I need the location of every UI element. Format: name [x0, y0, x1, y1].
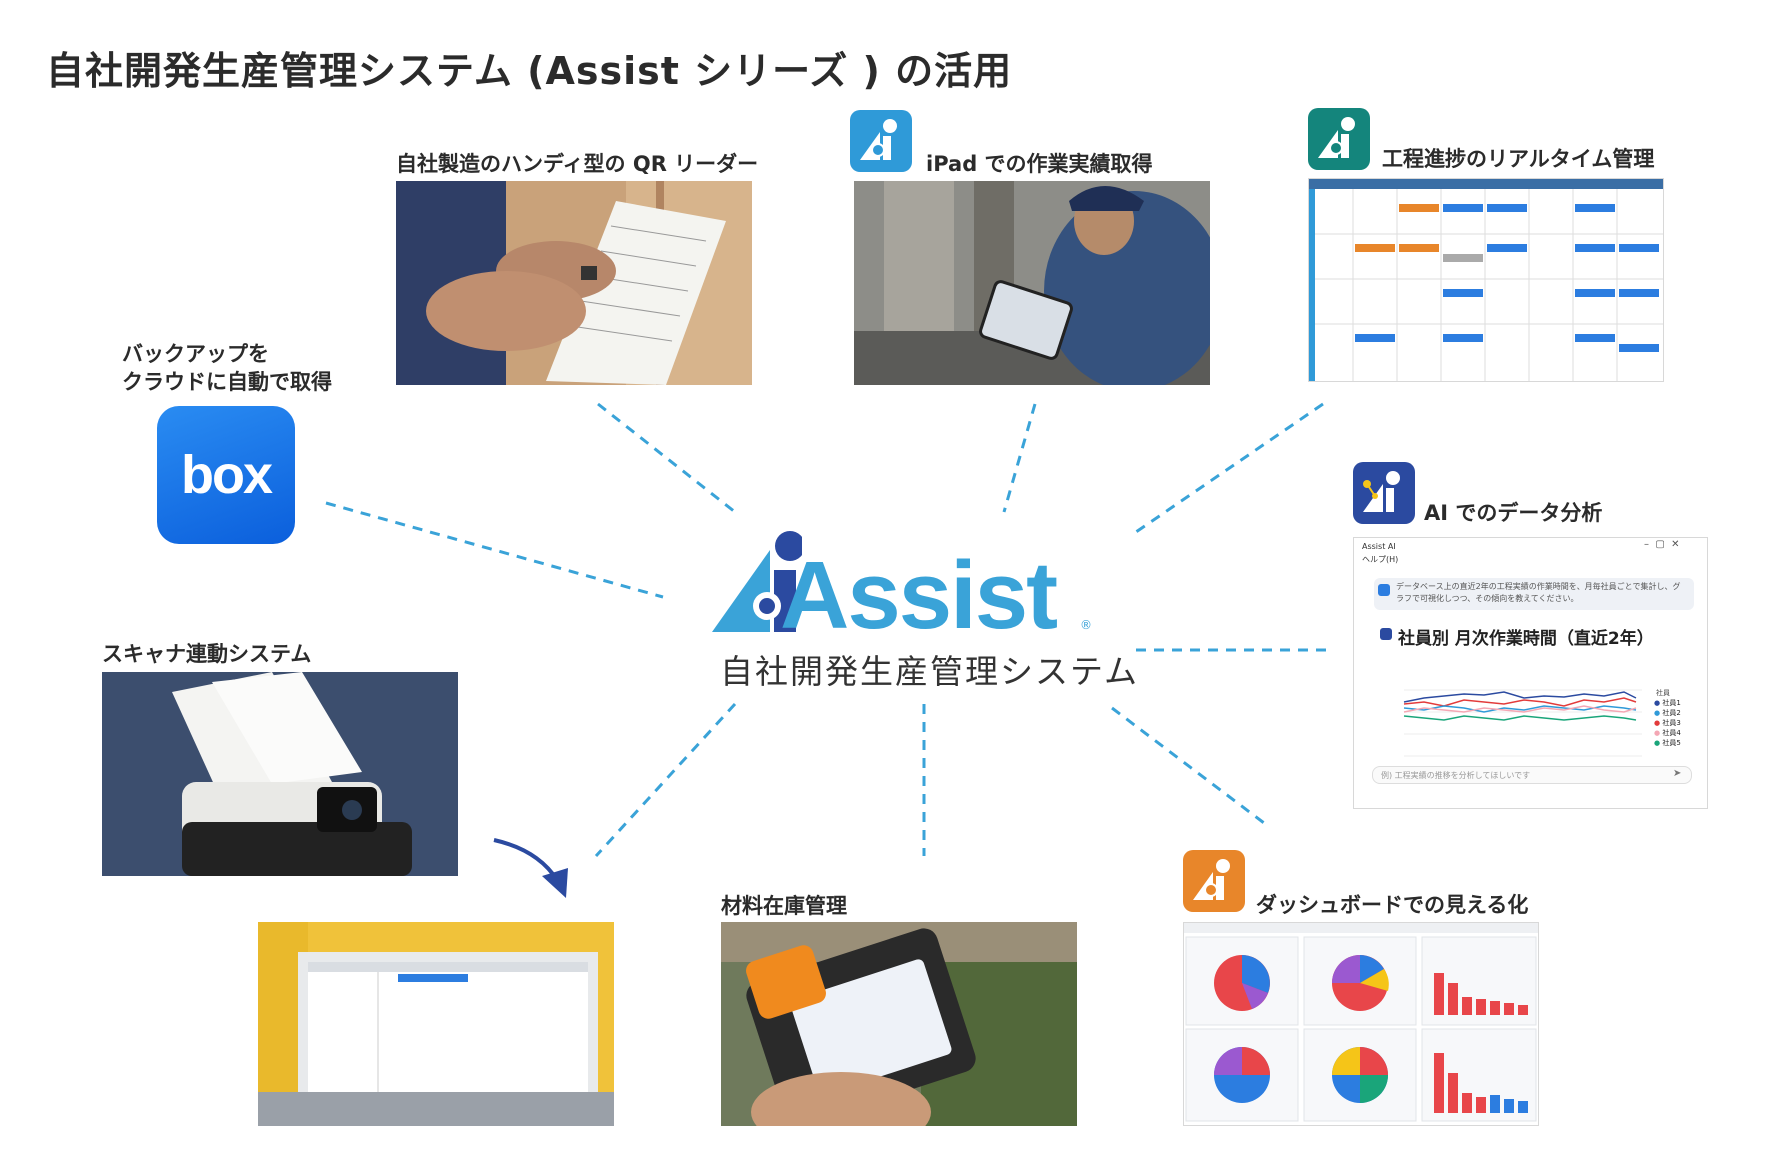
ipad-label: iPad での作業実績取得: [926, 152, 1153, 176]
connector-scanner: [594, 702, 737, 858]
ai-label: AI でのデータ分析: [1424, 501, 1603, 525]
assist-app-icon: [850, 110, 912, 172]
dashboard-app-icon: [1183, 850, 1245, 912]
legend-label: 社員1: [1662, 699, 1681, 707]
ai-input-placeholder: 例) 工程実績の推移を分析してほしいです: [1381, 771, 1531, 780]
inventory-label: 材料在庫管理: [721, 894, 847, 918]
ai-app-icon: [1353, 462, 1415, 524]
progress-screenshot: [1308, 178, 1664, 382]
backup-label-line1: バックアップを: [122, 342, 269, 366]
ai-menu-help[interactable]: ヘルプ(H): [1362, 555, 1399, 564]
scanner-photo: [102, 672, 458, 876]
connector-qr: [597, 402, 736, 514]
assist-logo-mark: [712, 531, 802, 632]
progress-label: 工程進捗のリアルタイム管理: [1382, 147, 1655, 171]
backup-label-line2: クラウドに自動で取得: [122, 370, 332, 394]
user-icon: [1378, 584, 1390, 596]
box-logo: box: [157, 406, 295, 544]
legend-item: ● 社員1: [1654, 699, 1681, 707]
legend-item: ● 社員5: [1654, 739, 1681, 747]
inventory-photo: [721, 922, 1077, 1126]
ipad-photo: [854, 181, 1210, 385]
connector-box: [325, 501, 664, 599]
connector-ipad: [1002, 403, 1037, 513]
assistant-icon: [1380, 628, 1392, 640]
legend-label: 社員2: [1662, 709, 1681, 717]
ai-chart-heading: 社員別 月次作業時間（直近2年）: [1398, 629, 1654, 649]
connector-progress: [1135, 402, 1324, 534]
legend-label: 社員5: [1662, 739, 1681, 747]
legend-label: 社員4: [1662, 729, 1681, 737]
qr-reader-label: 自社製造のハンディ型の QR リーダー: [396, 152, 759, 176]
ai-prompt-text: データベース上の直近2年の工程実績の作業時間を、月毎社員ごとで集計し、グラフで可…: [1396, 582, 1681, 603]
ai-line-chart: [1403, 689, 1642, 757]
qr-reader-photo: [396, 181, 752, 385]
scanner-arrow: [493, 838, 559, 882]
ai-window-title: Assist AI: [1362, 542, 1396, 551]
ai-legend-title: 社員: [1656, 689, 1670, 697]
ai-window: Assist AI – ▢ ✕ ヘルプ(H) データベース上の直近2年の工程実績…: [1353, 537, 1708, 809]
send-icon[interactable]: ➤: [1673, 768, 1682, 779]
window-controls-icon[interactable]: – ▢ ✕: [1644, 539, 1680, 550]
legend-item: ● 社員2: [1654, 709, 1681, 717]
dashboard-screenshot: [1183, 922, 1539, 1126]
assist-registered-mark: ®: [1080, 618, 1092, 632]
scanner-screen-photo: [258, 922, 614, 1126]
connector-dashboard: [1111, 706, 1269, 828]
scanner-arrow-head: [542, 868, 568, 898]
legend-label: 社員3: [1662, 719, 1681, 727]
assist-subtitle: 自社開発生産管理システム: [720, 652, 1140, 691]
box-logo-text: box: [180, 445, 273, 505]
dashboard-label: ダッシュボードでの見える化: [1256, 893, 1529, 917]
scanner-label: スキャナ連動システム: [102, 642, 312, 666]
page-title: 自社開発生産管理システム (Assist シリーズ ) の活用: [46, 49, 1013, 93]
legend-item: ● 社員3: [1654, 719, 1681, 727]
ai-legend: ● 社員1 ● 社員2 ● 社員3 ● 社員4 ● 社員5: [1654, 698, 1681, 748]
ai-prompt-bubble: データベース上の直近2年の工程実績の作業時間を、月毎社員ごとで集計し、グラフで可…: [1374, 578, 1694, 610]
assist-logo-text: Assist: [780, 542, 1058, 649]
legend-item: ● 社員4: [1654, 729, 1681, 737]
ai-input-field[interactable]: 例) 工程実績の推移を分析してほしいです ➤: [1372, 766, 1692, 784]
progress-app-icon: [1308, 108, 1370, 170]
